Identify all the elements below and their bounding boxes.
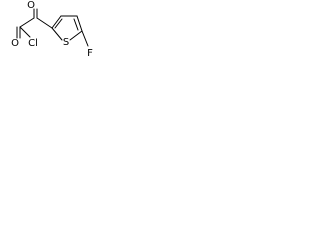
- atom-label-s: S: [63, 37, 69, 48]
- bond-ring-c2-f: [81, 30, 89, 47]
- bond-ring-s-c5: [51, 27, 63, 41]
- atom-label-f: F: [87, 48, 93, 59]
- bond-ring-c5-c4: [51, 15, 62, 29]
- bond-ring-c5-c4-inner: [54, 18, 63, 29]
- atom-label-o-acyl: O: [11, 38, 19, 49]
- atom-label-cl: Cl: [28, 38, 38, 49]
- bond-c2-thiophene: [36, 17, 53, 29]
- bond-c1-c2: [19, 17, 35, 28]
- bond-c1-cl: [19, 26, 31, 38]
- bond-ring-c3-c2: [76, 15, 83, 32]
- bond-group: [16, 8, 89, 47]
- bond-ring-c3-c2-inner: [73, 18, 79, 31]
- bond-ring-c2-s: [69, 30, 83, 41]
- atom-label-o-ketone: O: [27, 0, 35, 11]
- molecule-structure: O O Cl S F: [11, 0, 93, 59]
